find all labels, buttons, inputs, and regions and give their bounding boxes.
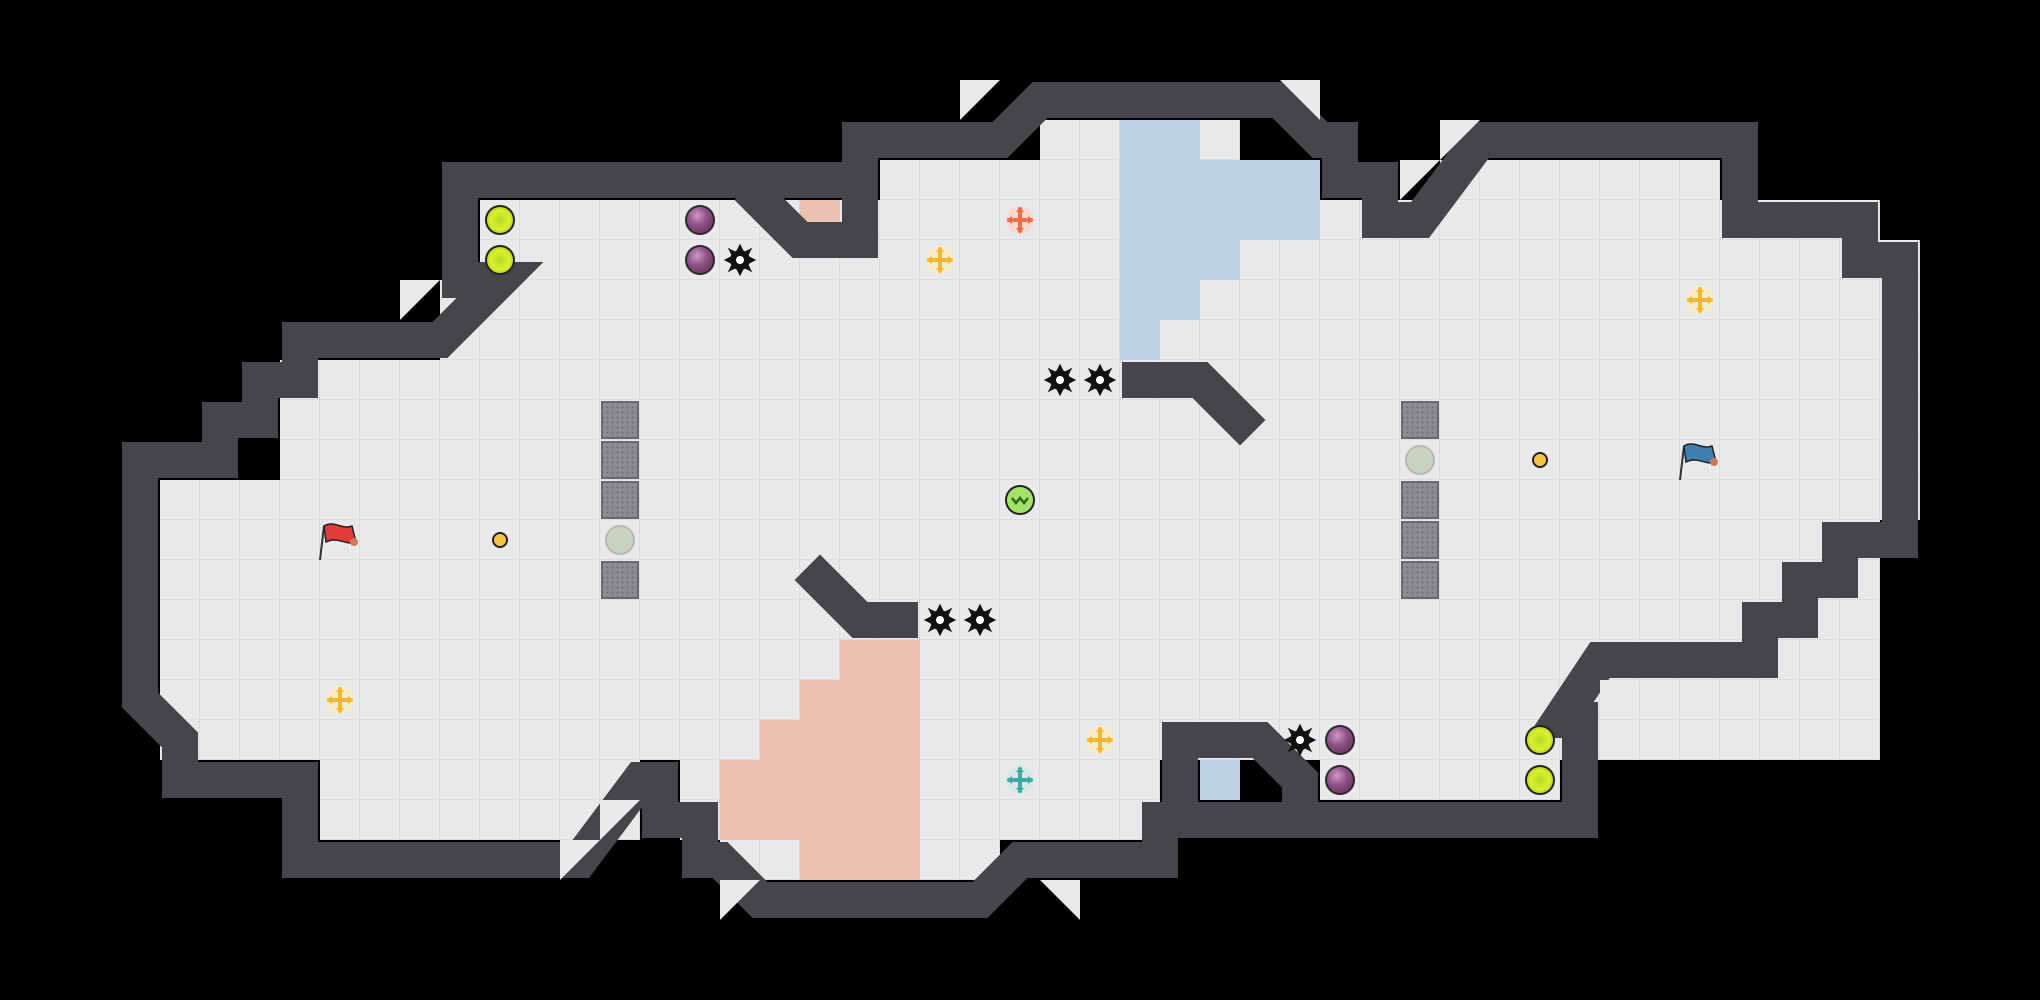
boost xyxy=(326,686,354,714)
boost xyxy=(926,246,954,274)
boost xyxy=(1686,286,1714,314)
spike xyxy=(923,603,957,637)
button xyxy=(1532,452,1548,468)
bomb xyxy=(685,245,715,275)
floor-layer xyxy=(160,120,1920,880)
speed-pad xyxy=(485,205,515,235)
speed-pad xyxy=(485,245,515,275)
bomb xyxy=(1325,725,1355,755)
spikes xyxy=(723,243,1317,757)
button xyxy=(492,532,508,548)
boosts xyxy=(326,206,1714,794)
wall-notches xyxy=(400,80,1640,920)
inner-wall-top-center xyxy=(1122,362,1266,446)
spike xyxy=(963,603,997,637)
spike xyxy=(723,243,757,277)
buttons xyxy=(492,452,1548,548)
gate-pads xyxy=(605,445,1435,555)
red-endzone xyxy=(720,200,920,880)
outer-wall xyxy=(122,82,1918,918)
red-flag-icon xyxy=(319,523,358,561)
gate-pad xyxy=(605,525,635,555)
speed-pads xyxy=(485,205,1555,795)
blue-flag-icon xyxy=(1679,443,1718,481)
blue-endzone xyxy=(1120,120,1320,800)
powerup xyxy=(1005,485,1035,515)
speed-pad xyxy=(1525,765,1555,795)
spike xyxy=(1083,363,1117,397)
inner-wall-center xyxy=(794,554,918,638)
spike xyxy=(1283,723,1317,757)
gate-tiles xyxy=(601,401,1439,599)
bombs xyxy=(685,205,1355,795)
inner-wall-top-left xyxy=(734,162,878,258)
boost xyxy=(1086,726,1114,754)
red-boost xyxy=(1006,206,1034,234)
bomb xyxy=(1325,765,1355,795)
spike xyxy=(1043,363,1077,397)
gate-pad xyxy=(1405,445,1435,475)
inner-wall-bottom-right xyxy=(1162,722,1318,838)
blue-boost xyxy=(1006,766,1034,794)
speed-pad xyxy=(1525,725,1555,755)
bomb xyxy=(685,205,715,235)
walls xyxy=(122,82,1918,918)
